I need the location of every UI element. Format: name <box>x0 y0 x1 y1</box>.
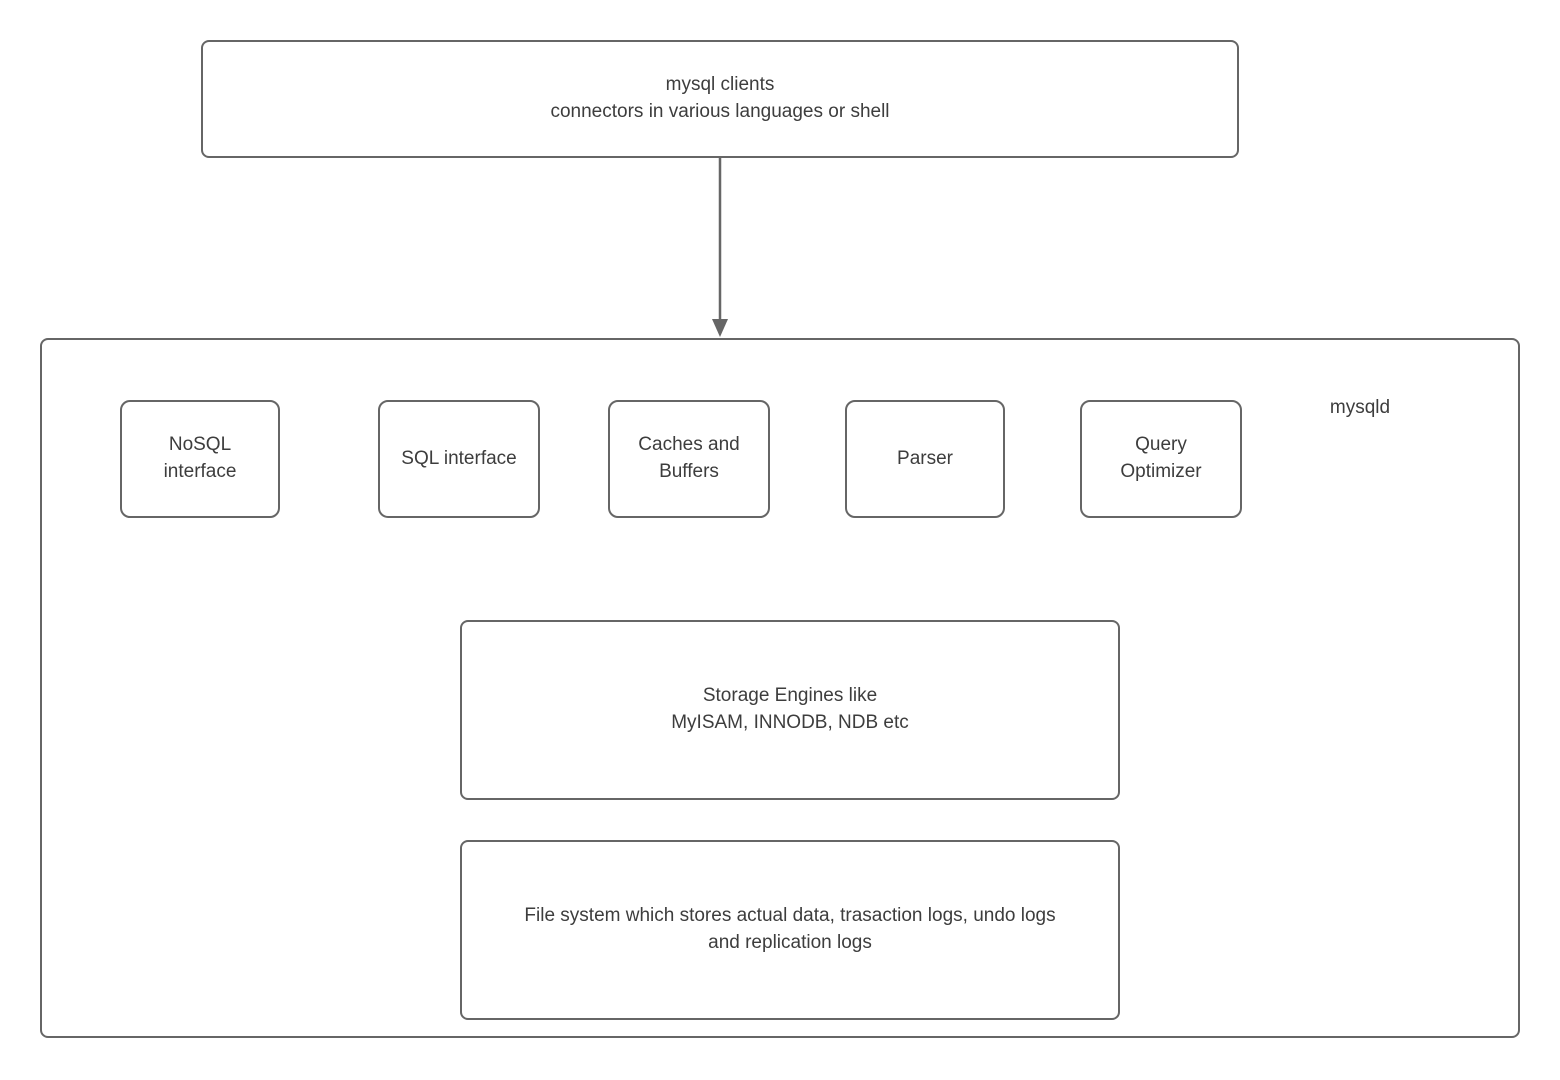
nosql-interface-box: NoSQL interface <box>120 400 280 518</box>
caches-buffers-box: Caches and Buffers <box>608 400 770 518</box>
nosql-interface-label: NoSQL interface <box>163 434 237 482</box>
parser-box: Parser <box>845 400 1005 518</box>
storage-engines-box: Storage Engines like MyISAM, INNODB, NDB… <box>460 620 1120 800</box>
query-optimizer-label: Query Optimizer <box>1120 434 1202 482</box>
mysqld-label: mysqld <box>1329 397 1391 418</box>
storage-engines-label: Storage Engines like MyISAM, INNODB, NDB… <box>671 685 909 733</box>
arrow-down-connector <box>712 158 728 337</box>
clients-box-label: mysql clients connectors in various lang… <box>550 74 890 122</box>
file-system-box: File system which stores actual data, tr… <box>460 840 1120 1020</box>
parser-label: Parser <box>897 447 953 469</box>
query-optimizer-box: Query Optimizer <box>1080 400 1242 518</box>
sql-interface-box: SQL interface <box>378 400 540 518</box>
file-system-label: File system which stores actual data, tr… <box>524 905 1056 953</box>
clients-box: mysql clients connectors in various lang… <box>201 40 1239 158</box>
caches-buffers-label: Caches and Buffers <box>638 434 740 482</box>
sql-interface-label: SQL interface <box>401 447 517 469</box>
